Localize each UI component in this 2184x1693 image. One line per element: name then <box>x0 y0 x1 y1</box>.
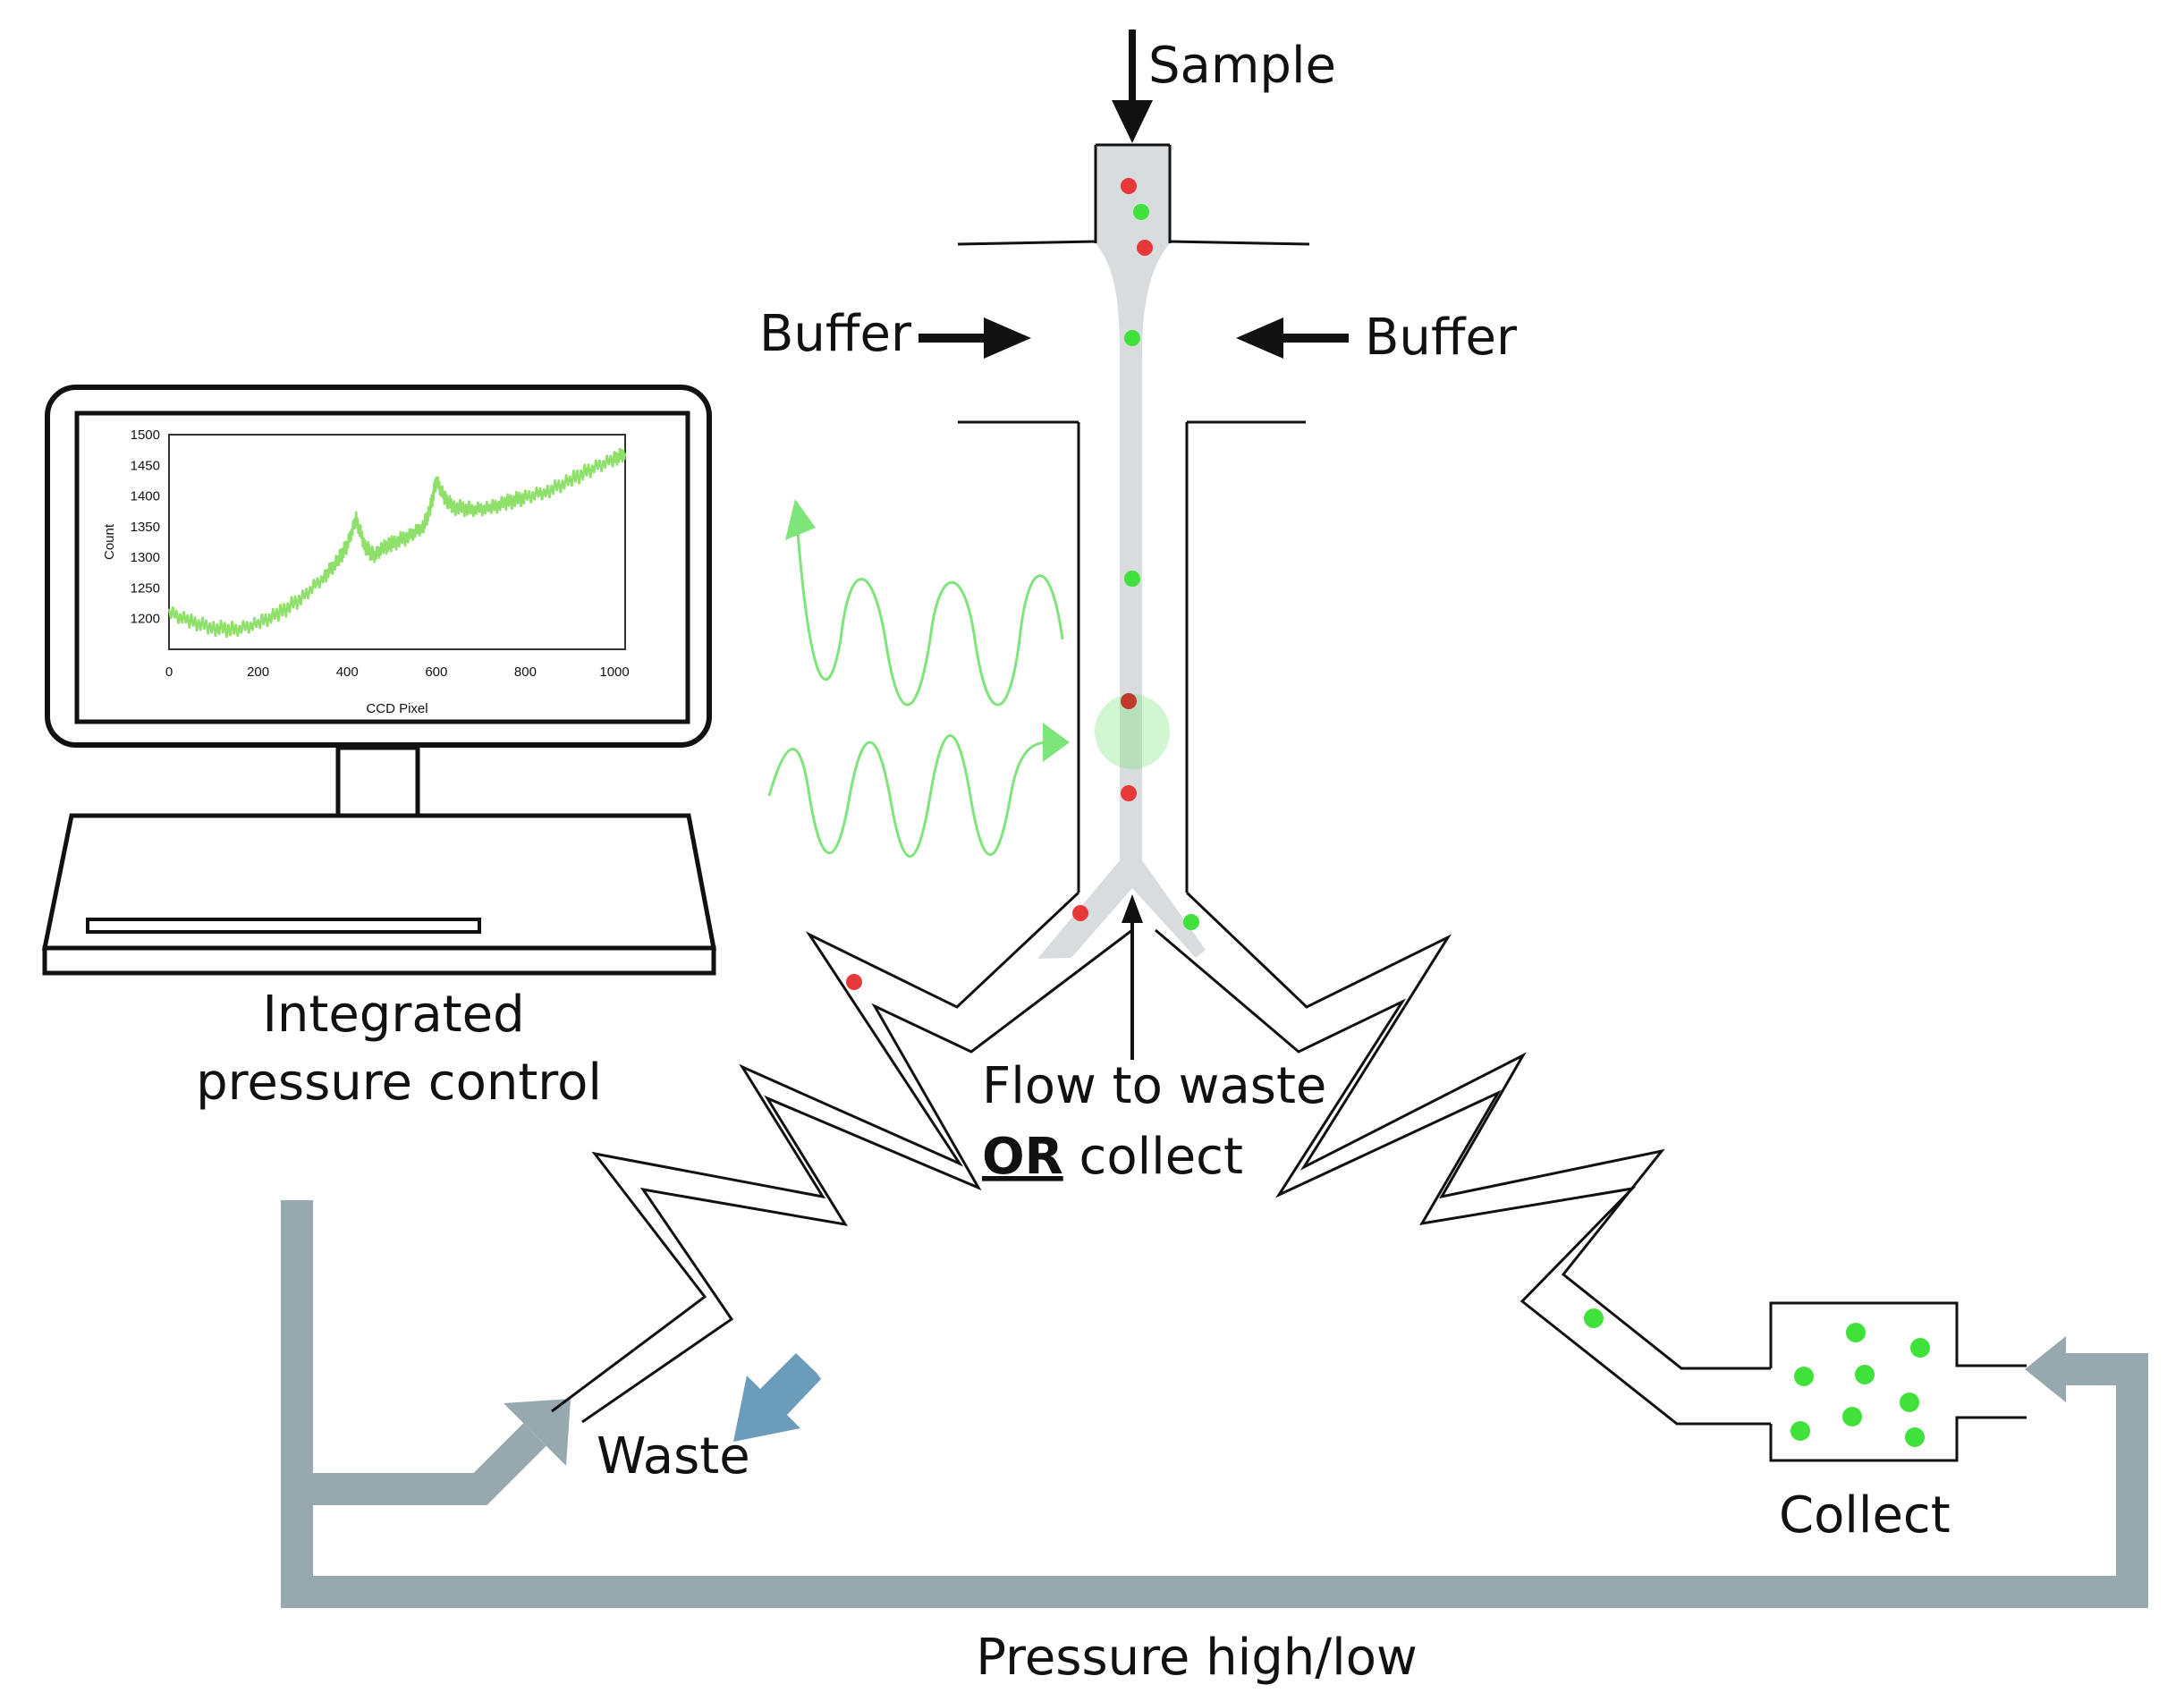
red-particle <box>1121 693 1137 709</box>
green-particle <box>1900 1392 1919 1412</box>
green-particle <box>1842 1407 1862 1426</box>
control-label-line2: pressure control <box>196 1054 602 1112</box>
y-tick-label: 1400 <box>131 489 160 504</box>
flow-label-line2: OR collect <box>982 1128 1243 1186</box>
keyboard-front <box>42 945 716 976</box>
red-particle <box>1137 240 1153 256</box>
buffer-arrow-left <box>918 317 1031 359</box>
green-particle <box>1910 1338 1930 1358</box>
laser-beams <box>767 509 1064 858</box>
y-tick-label: 1500 <box>131 427 160 443</box>
x-tick-label: 400 <box>336 665 359 680</box>
computer <box>41 385 717 976</box>
red-particle <box>1072 905 1088 921</box>
y-tick-label: 1200 <box>131 612 160 627</box>
collect-channel <box>1155 891 1771 1426</box>
collect-pressure-arrowhead <box>2025 1336 2066 1402</box>
y-tick-label: 1300 <box>131 550 160 565</box>
waste-outflow-arrow <box>733 1353 821 1442</box>
spectrum-line <box>167 448 627 638</box>
x-tick-label: 800 <box>514 665 537 680</box>
flow-label-or: OR <box>982 1128 1063 1186</box>
x-tick-label: 600 <box>425 665 447 680</box>
green-particle <box>1855 1365 1875 1384</box>
flow-label-collect: collect <box>1063 1128 1243 1186</box>
y-tick-labels: 1200 1250 1300 1350 1400 1450 1500 <box>131 427 160 627</box>
buffer-arrow-right <box>1236 317 1349 359</box>
y-tick-label: 1350 <box>131 520 160 535</box>
spectrum-chart: 0 200 400 600 800 1000 1200 1250 1300 1350 1400 14… <box>102 427 630 716</box>
collect-label: Collect <box>1779 1486 1951 1545</box>
keyboard-slot <box>86 918 481 934</box>
flow-label-line1: Flow to waste <box>982 1057 1326 1115</box>
x-tick-labels: 0 200 400 600 800 1000 <box>165 665 630 680</box>
green-particle <box>1905 1427 1925 1447</box>
pressure-label: Pressure high/low <box>976 1629 1418 1687</box>
sheath-walls <box>957 240 1310 893</box>
red-particle <box>1121 785 1137 801</box>
green-particle <box>1584 1308 1604 1328</box>
flow-arrow <box>1122 894 1143 1060</box>
control-label-line1: Integrated <box>262 986 524 1044</box>
green-particle <box>1846 1323 1866 1342</box>
buffer-label-right: Buffer <box>1365 309 1518 367</box>
pressure-line <box>281 1200 2148 1608</box>
y-tick-label: 1450 <box>131 458 160 473</box>
sample-channel <box>1037 145 1206 959</box>
green-particle <box>1133 204 1149 220</box>
waste-label: Waste <box>597 1427 750 1486</box>
y-tick-label: 1250 <box>131 580 160 596</box>
particles <box>846 178 1930 1447</box>
laser-arrowhead-up <box>785 499 816 540</box>
sample-arrow <box>1112 30 1153 143</box>
chart-y-axis-label: Count <box>102 523 117 560</box>
red-particle <box>846 974 862 990</box>
laser-arrowhead-right <box>1043 723 1070 762</box>
x-tick-label: 200 <box>247 665 269 680</box>
monitor-stand <box>335 745 420 818</box>
x-tick-label: 0 <box>165 665 173 680</box>
collection-chamber <box>1769 1301 2027 1462</box>
chart-plot-area <box>168 434 626 650</box>
green-particle <box>1790 1421 1810 1441</box>
chart-x-axis-label: CCD Pixel <box>366 701 427 716</box>
buffer-label-left: Buffer <box>759 305 912 363</box>
red-particle <box>1121 178 1137 194</box>
interrogation-spot <box>1095 694 1170 769</box>
waste-channel <box>551 891 1133 1424</box>
green-particle <box>1124 330 1140 346</box>
x-tick-label: 1000 <box>599 665 629 680</box>
green-particle <box>1183 914 1199 930</box>
green-particle <box>1124 571 1140 587</box>
green-particle <box>1794 1367 1814 1386</box>
sample-label: Sample <box>1148 37 1336 95</box>
waste-pressure-arrowhead <box>504 1399 571 1466</box>
